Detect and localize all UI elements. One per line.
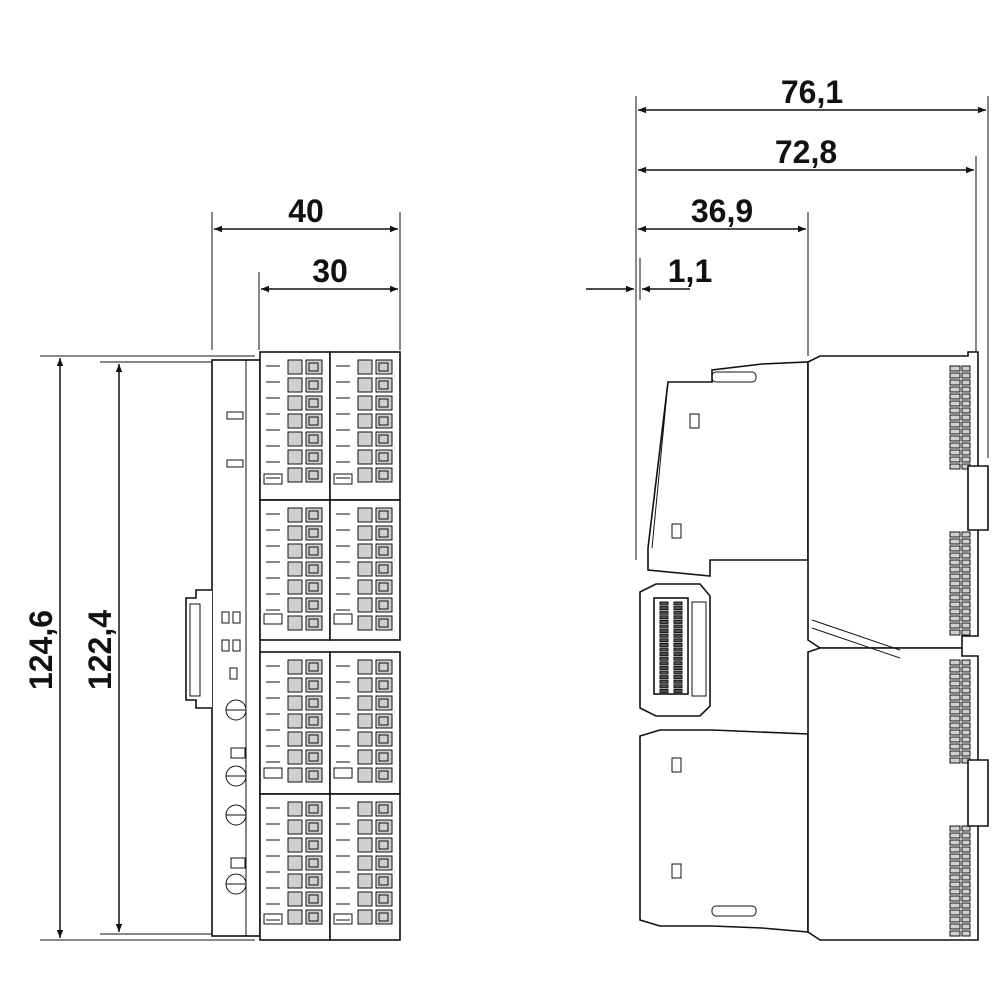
side-view-module [639, 351, 989, 941]
dim-front-width-terminals: 30 [312, 253, 348, 289]
dim-side-offset: 1,1 [668, 253, 712, 289]
dim-side-depth-body: 72,8 [775, 134, 837, 170]
terminal-block [329, 499, 401, 641]
terminal-block [259, 651, 331, 795]
terminal-block [259, 351, 331, 501]
dim-height-inner: 122,4 [82, 610, 118, 690]
terminal-block [259, 793, 331, 941]
dim-side-depth-total: 76,1 [781, 74, 843, 110]
terminal-block [329, 793, 401, 941]
terminal-block [329, 351, 401, 501]
front-view-dimensions: 40 30 124,6 122,4 [23, 193, 401, 941]
front-view-module [185, 351, 401, 941]
dim-height-total: 124,6 [23, 610, 59, 690]
dim-side-depth-mid: 36,9 [691, 193, 753, 229]
terminal-block [329, 651, 401, 795]
dim-front-width-total: 40 [288, 193, 324, 229]
side-view-dimensions: 76,1 72,8 36,9 1,1 [586, 74, 989, 560]
terminal-block [259, 499, 331, 641]
